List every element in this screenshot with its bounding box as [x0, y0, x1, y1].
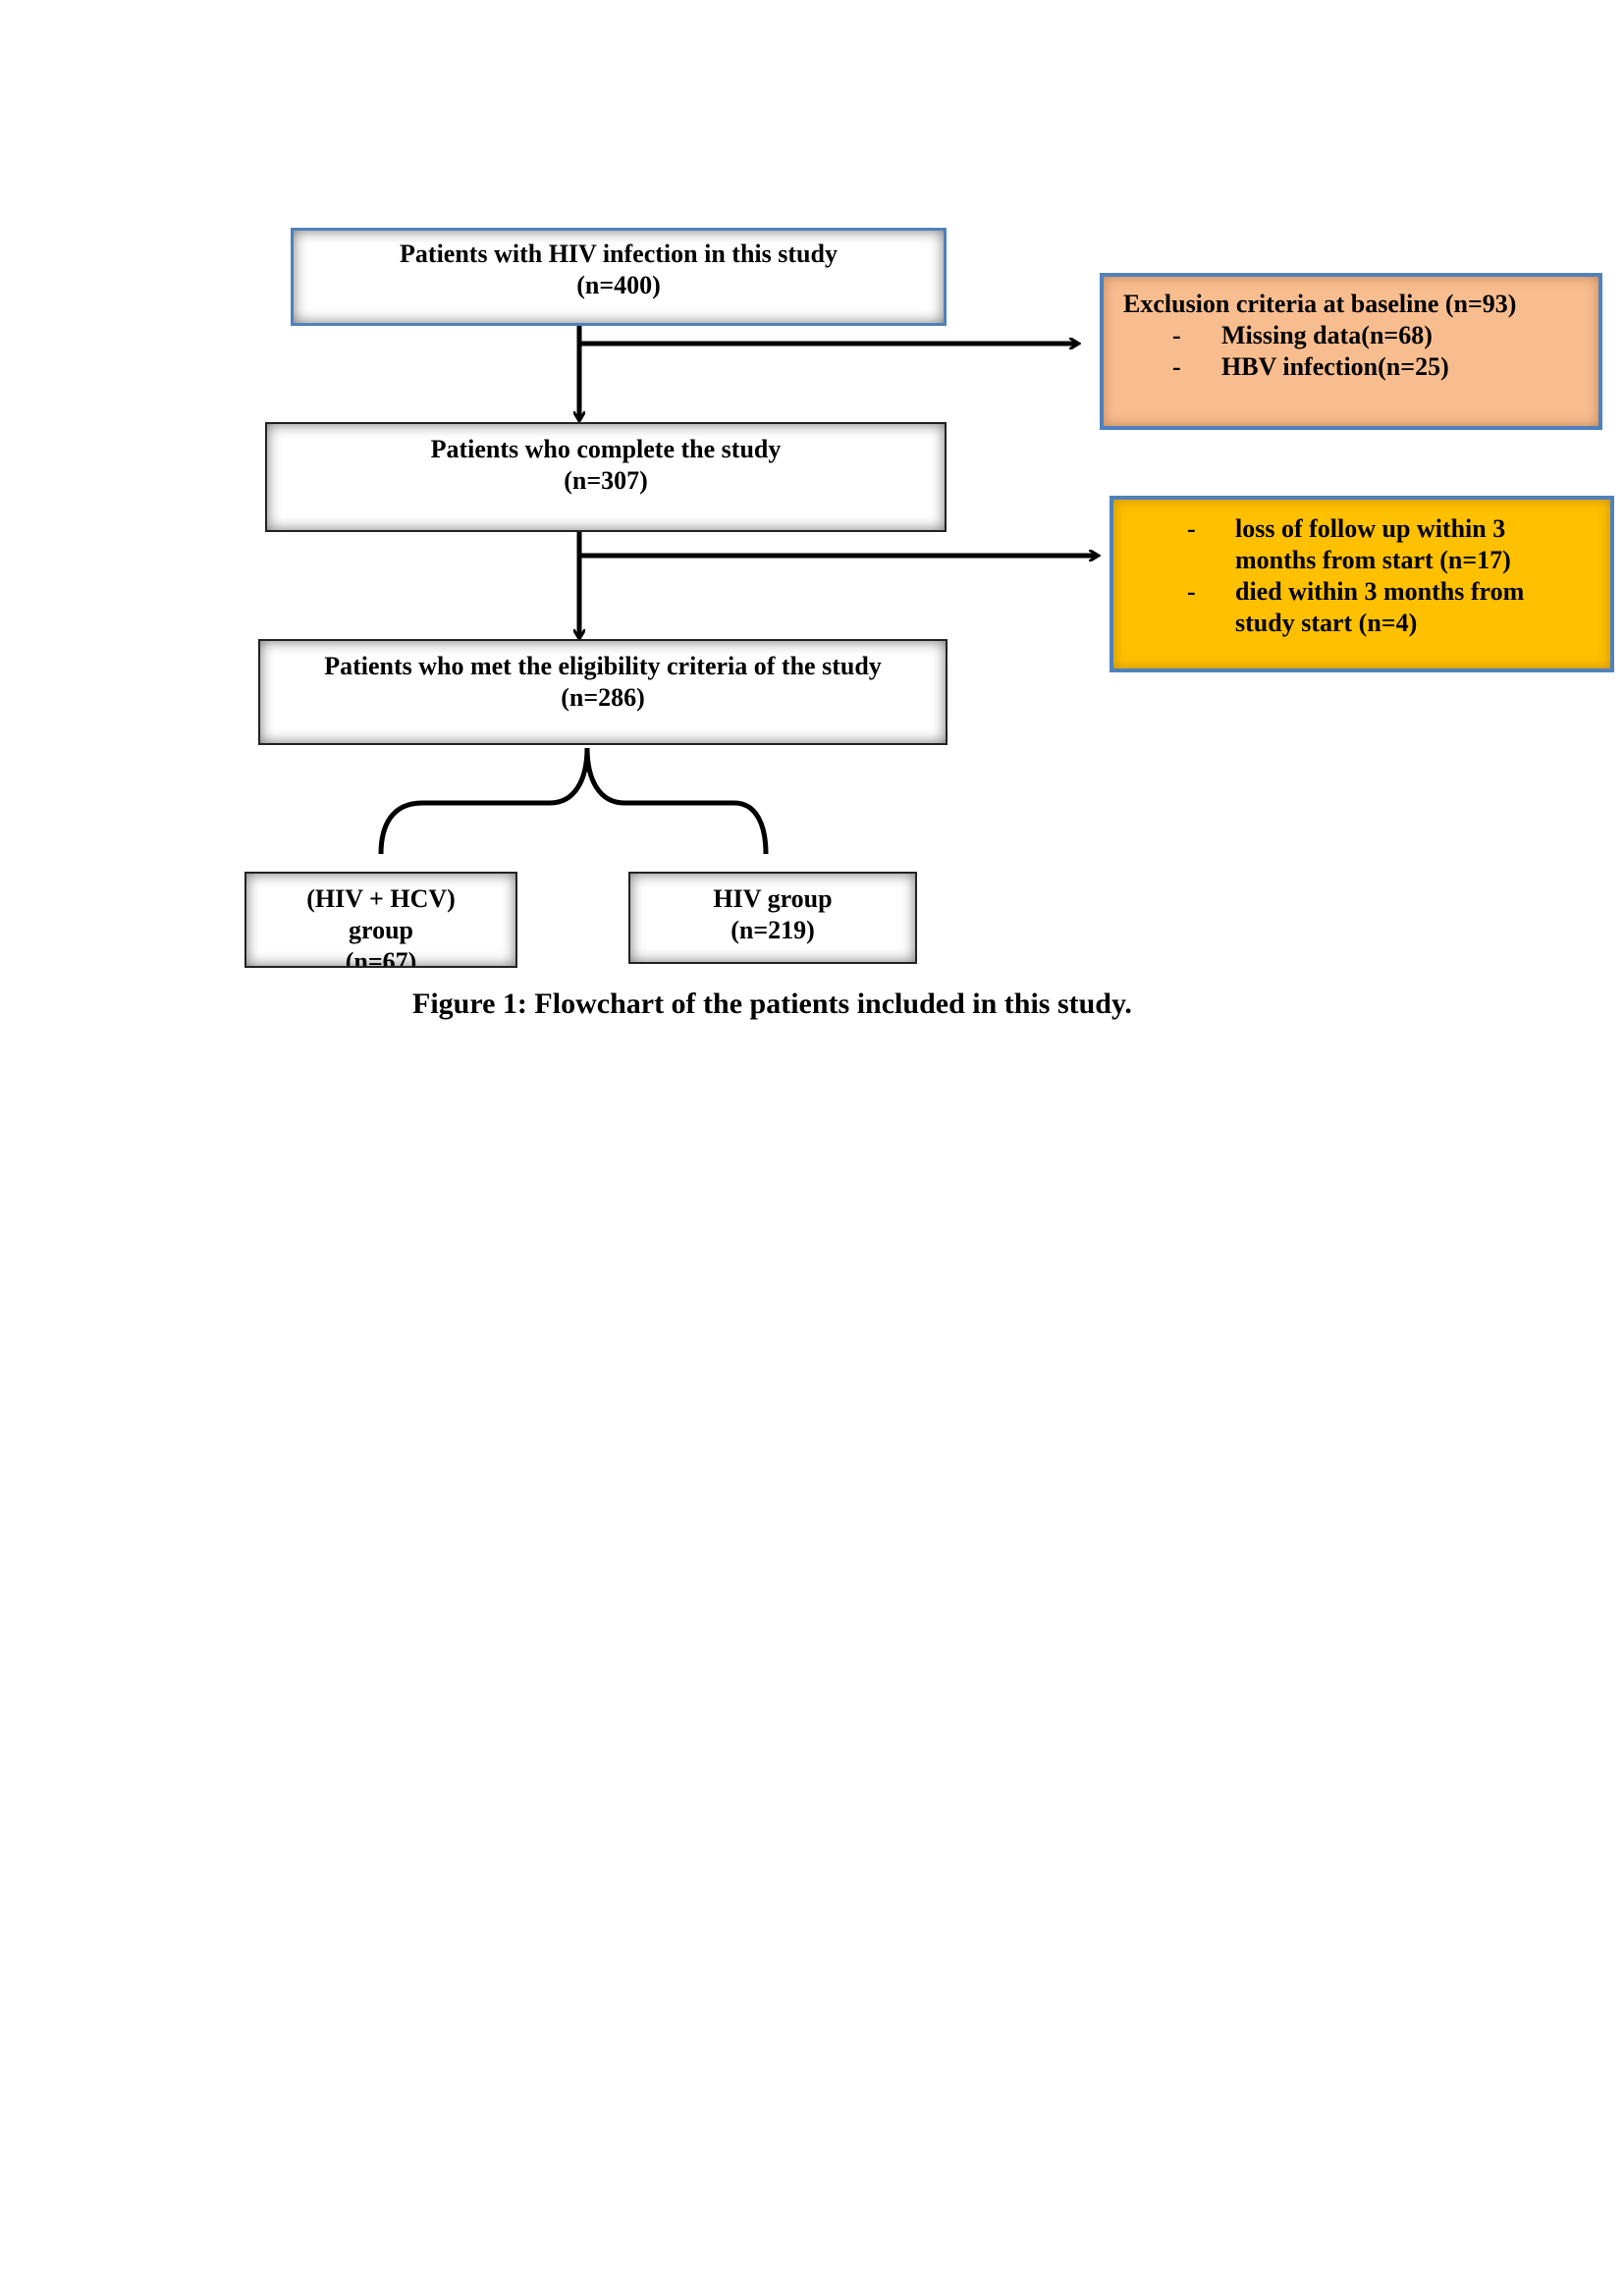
box-patients-complete-study: Patients who complete the study (n=307) [265, 422, 947, 532]
exclusion2-item-line1: died within 3 months from [1235, 577, 1525, 606]
exclusion1-item-text: HBV infection(n=25) [1221, 352, 1449, 381]
box-group-hiv: HIV group (n=219) [628, 872, 917, 964]
box-group-hiv-hcv: (HIV + HCV) group (n=67) [244, 872, 517, 968]
group-left-line2: group [349, 916, 413, 944]
dash-bullet: - [1172, 321, 1181, 349]
box-patients-eligible: Patients who met the eligibility criteri… [258, 639, 947, 745]
exclusion1-item-hbv: - HBV infection(n=25) [1123, 351, 1598, 383]
exclusion1-item-missing-data: - Missing data(n=68) [1123, 320, 1598, 351]
exclusion2-item-line1: loss of follow up within 3 [1235, 514, 1506, 543]
exclusion-box-baseline: Exclusion criteria at baseline (n=93) - … [1100, 273, 1602, 430]
dash-bullet: - [1172, 352, 1181, 381]
exclusion-box-followup: - loss of follow up within 3 months from… [1110, 496, 1614, 672]
exclusion1-item-text: Missing data(n=68) [1221, 321, 1433, 349]
group-left-count: (n=67) [345, 947, 417, 968]
exclusion2-item-loss-followup: - loss of follow up within 3 months from… [1113, 513, 1610, 576]
figure-caption: Figure 1: Flowchart of the patients incl… [412, 988, 1132, 1020]
group-left-line1: (HIV + HCV) [306, 884, 456, 913]
exclusion2-item-line2: study start (n=4) [1235, 609, 1418, 637]
dash-bullet: - [1187, 577, 1196, 606]
group-right-count: (n=219) [731, 916, 815, 944]
exclusion2-item-died: - died within 3 months from study start … [1113, 576, 1610, 639]
box3-count: (n=286) [561, 683, 645, 712]
box2-count: (n=307) [564, 466, 648, 495]
box-patients-hiv-infection: Patients with HIV infection in this stud… [291, 228, 947, 326]
brace-connector [378, 747, 769, 855]
box1-title: Patients with HIV infection in this stud… [400, 240, 838, 268]
exclusion1-title: Exclusion criteria at baseline (n=93) [1123, 290, 1517, 318]
exclusion2-item-line2: months from start (n=17) [1235, 546, 1511, 574]
box3-title: Patients who met the eligibility criteri… [324, 652, 882, 680]
box1-count: (n=400) [576, 271, 661, 299]
box2-title: Patients who complete the study [430, 435, 782, 463]
group-right-line1: HIV group [713, 884, 833, 913]
dash-bullet: - [1187, 514, 1196, 543]
